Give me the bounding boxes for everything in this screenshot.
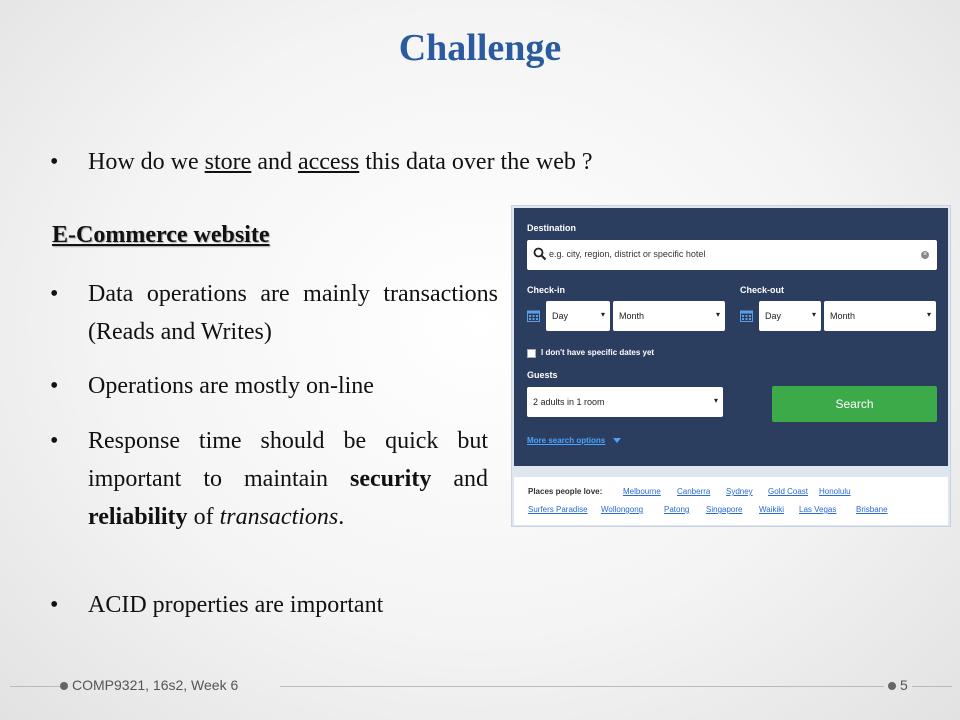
question-store: store xyxy=(204,149,252,175)
chevron-down-icon: ▾ xyxy=(715,310,720,319)
question-mid: and xyxy=(251,149,298,175)
bullet-acid: • ACID properties are important xyxy=(50,586,384,624)
bullet-dot: • xyxy=(50,592,59,618)
footer-divider xyxy=(280,686,884,687)
guests-select[interactable]: 2 adults in 1 room ▾ xyxy=(527,387,723,417)
bullet-reliability: reliability xyxy=(88,504,188,530)
no-dates-label: I don't have specific dates yet xyxy=(541,348,655,357)
footer-dot xyxy=(60,682,68,690)
checkin-day-select[interactable]: Day ▾ xyxy=(546,301,610,331)
bullet-dot: • xyxy=(50,373,59,399)
bullet-dot: • xyxy=(50,149,59,175)
checkout-day-select[interactable]: Day ▾ xyxy=(759,301,821,331)
place-link-melbourne[interactable]: Melbourne xyxy=(623,487,661,496)
places-panel: Places people love: Melbourne Canberra S… xyxy=(514,477,948,525)
place-link-canberra[interactable]: Canberra xyxy=(677,487,711,496)
guests-label: Guests xyxy=(527,370,558,380)
select-value: Day xyxy=(552,311,569,321)
search-icon xyxy=(533,247,547,261)
bullet-transactions: transactions xyxy=(219,504,339,530)
caret-down-icon[interactable] xyxy=(613,438,621,443)
slide-title: Challenge xyxy=(398,27,562,69)
destination-label: Destination xyxy=(527,223,577,233)
question-suffix: this data over the web ? xyxy=(359,149,593,175)
bullet-text: Data operations are mainly transactions … xyxy=(88,281,498,345)
clear-icon[interactable]: × xyxy=(921,251,929,259)
search-button[interactable]: Search xyxy=(772,386,937,422)
select-value: Month xyxy=(619,311,645,321)
checkin-label: Check-in xyxy=(527,285,566,295)
place-link-wollongong[interactable]: Wollongong xyxy=(601,505,644,514)
hotel-search-widget: Destination e.g. city, region, district … xyxy=(511,205,951,527)
place-link-sydney[interactable]: Sydney xyxy=(726,487,753,496)
bullet-text: Response time should be quick but import… xyxy=(88,428,488,492)
bullet-of: of xyxy=(187,504,220,530)
place-link-honolulu[interactable]: Honolulu xyxy=(819,487,851,496)
more-search-options-link[interactable]: More search options xyxy=(527,436,606,445)
bullet-dot: • xyxy=(50,281,59,307)
calendar-icon[interactable] xyxy=(527,309,540,322)
bullet-dot: • xyxy=(50,428,59,454)
bullet-text: Operations are mostly on-line xyxy=(88,373,374,399)
page-number: 5 xyxy=(900,677,908,693)
bullet-period: . xyxy=(338,504,345,530)
select-value: 2 adults in 1 room xyxy=(533,397,605,407)
footer-divider xyxy=(10,686,60,687)
chevron-down-icon: ▾ xyxy=(811,310,816,319)
chevron-down-icon: ▾ xyxy=(600,310,605,319)
checkout-label: Check-out xyxy=(740,285,785,295)
checkout-month-select[interactable]: Month ▾ xyxy=(824,301,936,331)
place-link-singapore[interactable]: Singapore xyxy=(706,505,743,514)
destination-placeholder: e.g. city, region, district or specific … xyxy=(549,249,706,259)
place-link-las-vegas[interactable]: Las Vegas xyxy=(799,505,837,514)
place-link-gold-coast[interactable]: Gold Coast xyxy=(768,487,809,496)
bullet-text: ACID properties are important xyxy=(88,592,384,618)
place-link-brisbane[interactable]: Brisbane xyxy=(856,505,888,514)
bullet-and: and xyxy=(431,466,488,492)
select-value: Day xyxy=(765,311,782,321)
calendar-icon[interactable] xyxy=(740,309,753,322)
place-link-waikiki[interactable]: Waikiki xyxy=(759,505,785,514)
places-label: Places people love: xyxy=(528,487,603,496)
footer-divider xyxy=(912,686,952,687)
question-access: access xyxy=(297,149,360,175)
bullet-security: security xyxy=(350,466,432,492)
question-prefix: How do we xyxy=(88,149,205,175)
search-panel: Destination e.g. city, region, district … xyxy=(514,208,948,466)
checkin-month-select[interactable]: Month ▾ xyxy=(613,301,725,331)
footer-dot xyxy=(888,682,896,690)
select-value: Month xyxy=(830,311,856,321)
place-link-patong[interactable]: Patong xyxy=(664,505,690,514)
section-heading: E-Commerce website xyxy=(52,222,270,248)
destination-input[interactable]: e.g. city, region, district or specific … xyxy=(527,240,937,270)
no-dates-checkbox[interactable] xyxy=(527,349,536,358)
bullet-response-time: • Response time should be quick but impo… xyxy=(50,422,488,536)
bullet-data-operations: • Data operations are mainly transaction… xyxy=(50,275,498,351)
bullet-online: • Operations are mostly on-line xyxy=(50,367,374,405)
chevron-down-icon: ▾ xyxy=(926,310,931,319)
chevron-down-icon: ▾ xyxy=(713,396,718,405)
place-link-surfers-paradise[interactable]: Surfers Paradise xyxy=(528,505,588,514)
footer-course: COMP9321, 16s2, Week 6 xyxy=(72,677,239,693)
question-bullet: • How do we store and access this data o… xyxy=(50,143,593,181)
